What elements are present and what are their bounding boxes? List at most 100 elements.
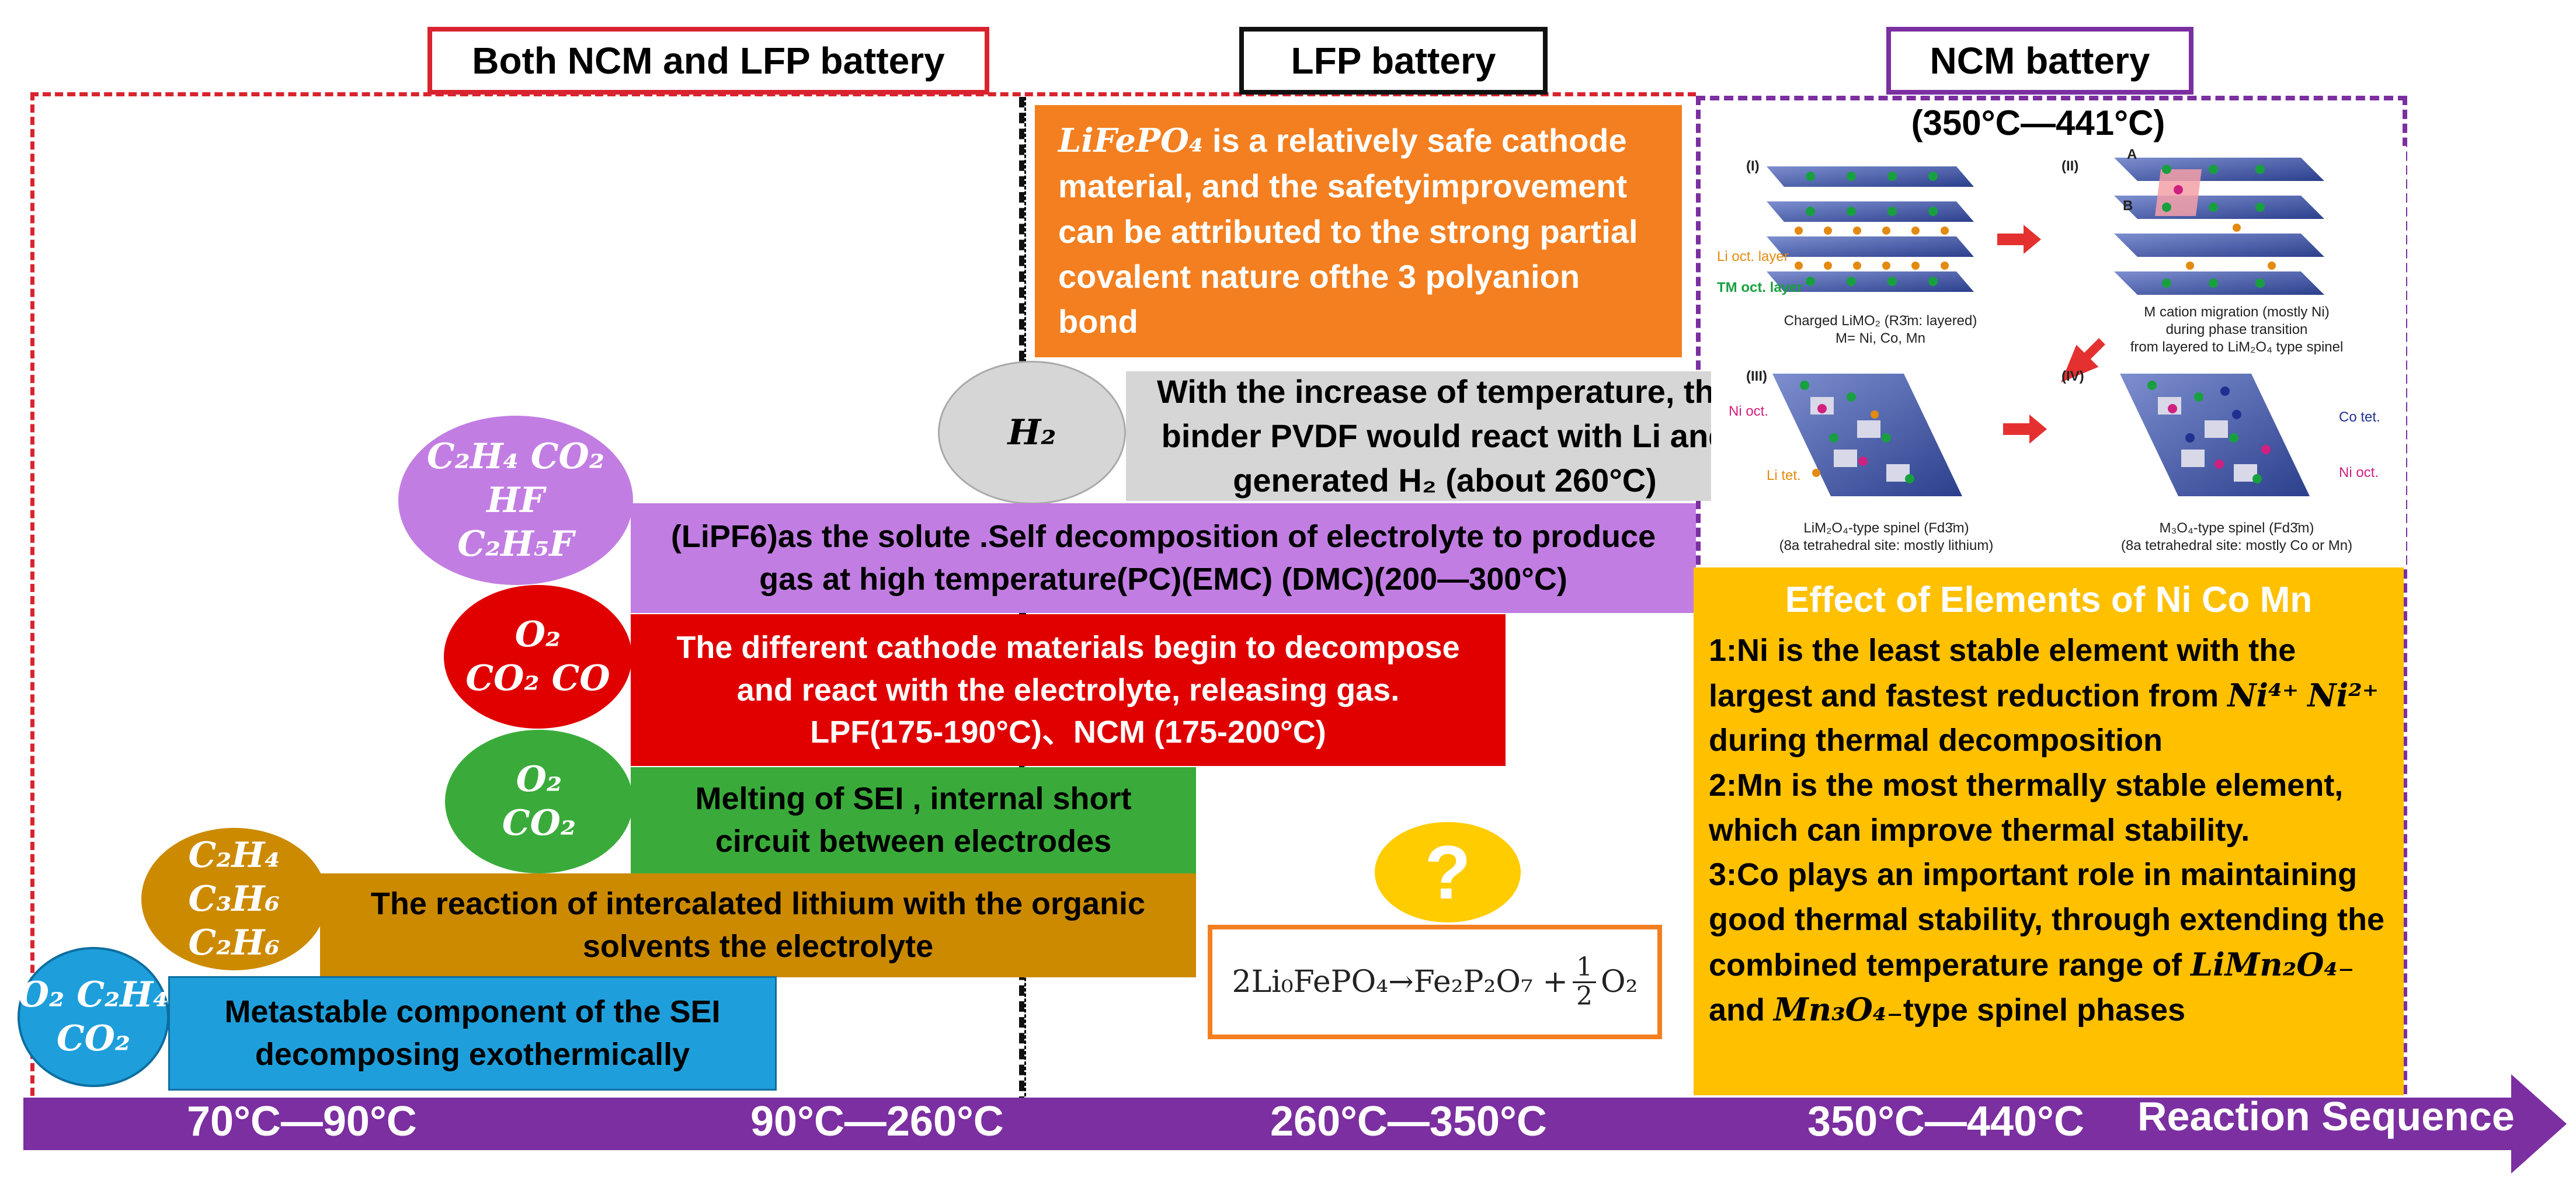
- co-tet-label: Co tet.: [2339, 409, 2380, 425]
- sei-melt-line-2: circuit between electrodes: [715, 824, 1112, 859]
- effect-co-text-2: type spinel phases: [1903, 993, 2186, 1028]
- panel-1-label: (I): [1746, 158, 1760, 174]
- header-ncm: NCM battery: [1886, 27, 2193, 95]
- ncm-phase-transition-figure: (I) (II) (III) (IV) Li oct. layer TM oct…: [1711, 146, 2406, 566]
- header-lfp: LFP battery: [1239, 27, 1548, 95]
- pvdf-binder-reaction: With the increase of temperature, the bi…: [1126, 371, 1764, 501]
- caption-2-line-2: during phase transition: [2165, 322, 2308, 337]
- limn2o4-formula: LiMn₂O₄₋: [2191, 945, 2355, 983]
- effect-co-and: and: [1709, 993, 1774, 1028]
- caption-2-line-1: M cation migration (mostly Ni): [2144, 304, 2330, 320]
- pvdf-line-2: binder PVDF would react with Li and: [1161, 417, 1729, 454]
- effect-title: Effect of Elements of Ni Co Mn: [1785, 580, 2313, 620]
- tm-layer-label: TM oct. layer: [1717, 280, 1803, 295]
- equation-o2: O₂: [1600, 964, 1638, 1000]
- arrow-down-left-icon: [2061, 338, 2105, 382]
- metastable-gas-2: CO₂: [56, 1018, 131, 1059]
- caption-2: M cation migration (mostly Ni) during ph…: [2085, 304, 2389, 356]
- sei-melt-gas-1: O₂: [516, 759, 562, 800]
- sei-melt-gas-ellipse: O₂ CO₂: [445, 730, 633, 873]
- cathode-decomposition: The different cathode materials begin to…: [631, 614, 1506, 766]
- caption-1-line-2: M= Ni, Co, Mn: [1835, 330, 1926, 346]
- metastable-gas-1: O₂ C₂H₄: [18, 974, 169, 1015]
- metastable-sei-decomposition: Metastable component of the SEI decompos…: [168, 976, 777, 1091]
- ni-oct-label-2: Ni oct.: [2339, 465, 2379, 480]
- sei-melting-short-circuit: Melting of SEI , internal short circuit …: [631, 767, 1196, 873]
- h2-gas-ellipse: H₂: [938, 361, 1126, 504]
- caption-1: Charged LiMO₂ (R3̄m: layered) M= Ni, Co,…: [1734, 312, 2026, 347]
- equation-denominator: 2: [1576, 981, 1593, 1011]
- intercalated-gas-ellipse: C₂H₄ C₃H₆ C₂H₆: [141, 828, 327, 970]
- question-mark-icon: ?: [1375, 822, 1521, 922]
- effect-co: 3:Co plays an important role in maintain…: [1709, 852, 2389, 1033]
- caption-2-line-3: from layered to LiM₂O₄ type spinel: [2130, 339, 2344, 355]
- ni-oct-label: Ni oct.: [1729, 403, 1769, 419]
- electrolyte-gas-2: HF: [486, 479, 545, 521]
- sei-melt-gas-2: CO₂: [502, 803, 576, 844]
- temp-range-1: 70°C—90°C: [187, 1098, 417, 1145]
- arrow-right-icon: [1997, 225, 2041, 254]
- effect-ni-text: 1:Ni is the least stable element with th…: [1709, 633, 2296, 713]
- temp-range-4: 350°C—440°C: [1807, 1098, 2084, 1145]
- electrolyte-gas-1: C₂H₄ CO₂: [426, 436, 605, 477]
- a-site-label: A: [2127, 147, 2137, 162]
- lfp-note-text: is a relatively safe cathode material, a…: [1058, 122, 1638, 340]
- electrolyte-gas-ellipse: C₂H₄ CO₂ HF C₂H₅F: [398, 416, 633, 585]
- lfp-decomposition-equation: 2Li₀FePO₄→Fe₂P₂O₇ + 1 2 O₂: [1208, 925, 1662, 1039]
- effect-co-text: 3:Co plays an important role in maintain…: [1709, 857, 2385, 983]
- question-mark: ?: [1424, 830, 1471, 915]
- panel-4-label: (IV): [2062, 368, 2084, 384]
- intercalated-gas-1: C₂H₄: [188, 834, 280, 876]
- sei-melt-line-1: Melting of SEI , internal short: [695, 781, 1132, 817]
- caption-3: LiM₂O₄-type spinel (Fd3̄m) (8a tetrahedr…: [1734, 520, 2038, 555]
- caption-4: M₃O₄-type spinel (Fd3̄m) (8a tetrahedral…: [2085, 520, 2389, 555]
- cathode-gas-2: CO₂ CO: [465, 658, 610, 699]
- cathode-gas-ellipse: O₂ CO₂ CO: [444, 585, 632, 729]
- metastable-line-2: decomposing exothermically: [255, 1037, 690, 1072]
- electrolyte-line-1: (LiPF6)as the solute .Self decomposition…: [670, 519, 1656, 555]
- caption-1-line-1: Charged LiMO₂ (R3̄m: layered): [1784, 313, 1977, 329]
- effect-ni: 1:Ni is the least stable element with th…: [1709, 628, 2389, 763]
- temp-range-2: 90°C—260°C: [750, 1098, 1004, 1145]
- li-layer-label: Li oct. layer: [1717, 249, 1789, 264]
- metastable-line-1: Metastable component of the SEI: [224, 994, 721, 1030]
- caption-3-line-1: LiM₂O₄-type spinel (Fd3̄m): [1803, 520, 1969, 536]
- electrolyte-gas-3: C₂H₅F: [457, 523, 574, 565]
- reaction-sequence-arrow: [23, 1074, 2567, 1173]
- arrow-right-icon-2: [2003, 415, 2047, 444]
- ncm-temperature-range: (350°C—441°C): [1911, 103, 2165, 142]
- panel-2-label: (II): [2062, 158, 2079, 174]
- cathode-line-1: The different cathode materials begin to…: [676, 629, 1460, 665]
- equation-fraction: 1 2: [1572, 954, 1596, 1011]
- lfp-formula: LiFePO₄: [1058, 121, 1204, 160]
- panel-1-lattice: [1767, 166, 1974, 292]
- metastable-gas-ellipse: O₂ C₂H₄ CO₂: [18, 947, 169, 1087]
- reaction-sequence-label: Reaction Sequence: [2137, 1094, 2515, 1139]
- caption-4-line-2: (8a tetrahedral site: mostly Co or Mn): [2120, 538, 2353, 553]
- h2-gas: H₂: [1007, 412, 1056, 453]
- panel-4-lattice: [2120, 374, 2310, 496]
- ncm-lattice-svg: [1767, 158, 2324, 496]
- intercalated-lithium-reaction: The reaction of intercalated lithium wit…: [320, 873, 1196, 977]
- caption-4-line-1: M₃O₄-type spinel (Fd3̄m): [2159, 520, 2314, 536]
- intercalated-line-1: The reaction of intercalated lithium wit…: [370, 886, 1146, 922]
- ni4-formula: Ni⁴⁺: [2227, 676, 2299, 714]
- cathode-line-2: and react with the electrolyte, releasin…: [736, 672, 1400, 708]
- b-site-label: B: [2123, 198, 2133, 214]
- header-both: Both NCM and LFP battery: [427, 27, 989, 95]
- pvdf-line-3: generated H₂ (about 260°C): [1233, 462, 1657, 499]
- pvdf-line-1: With the increase of temperature, the: [1157, 372, 1733, 410]
- intercalated-gas-2: C₃H₆: [188, 878, 280, 920]
- mn3o4-formula: Mn₃O₄₋: [1774, 991, 1903, 1029]
- equation-lhs: 2Li₀FePO₄→Fe₂P₂O₇ +: [1232, 964, 1568, 1000]
- electrolyte-line-2: gas at high temperature(PC)(EMC) (DMC)(2…: [759, 562, 1567, 597]
- panel-3-label: (III): [1746, 368, 1767, 384]
- effect-mn: 2:Mn is the most thermally stable elemen…: [1709, 768, 2344, 848]
- panel-2-lattice: [2114, 158, 2324, 295]
- li-tet-label: Li tet.: [1767, 468, 1801, 483]
- electrolyte-decomposition: (LiPF6)as the solute .Self decomposition…: [631, 503, 1696, 613]
- effect-ni-text-2: during thermal decomposition: [1709, 723, 2163, 758]
- intercalated-gas-3: C₂H₆: [188, 922, 280, 963]
- effect-of-elements-box: Effect of Elements of Ni Co Mn 1:Ni is t…: [1694, 567, 2404, 1095]
- cathode-gas-1: O₂: [514, 614, 561, 655]
